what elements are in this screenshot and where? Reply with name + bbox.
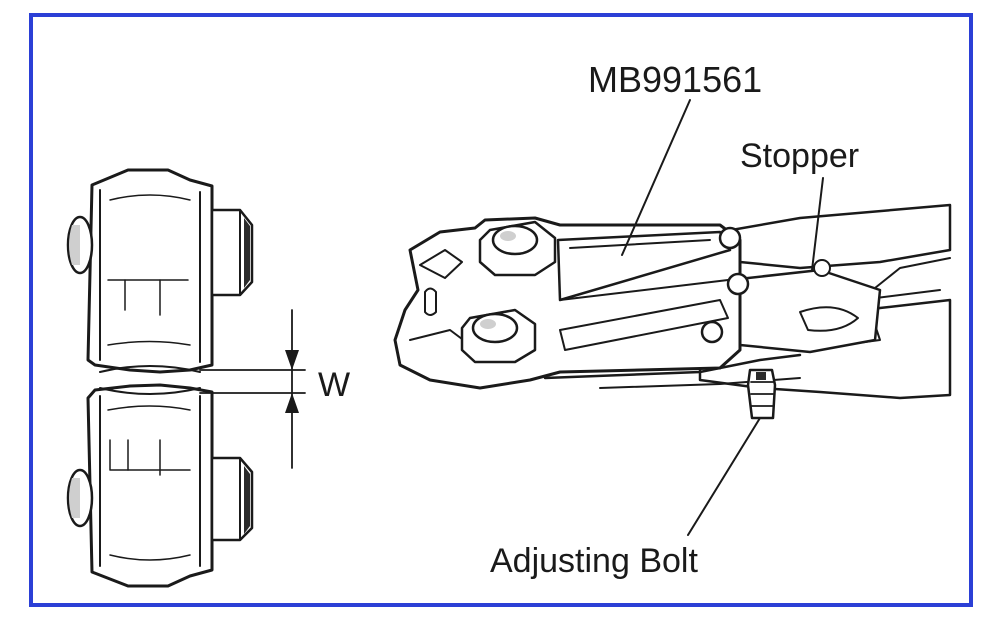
dimension-arrow-top	[285, 350, 299, 370]
leader-stopper	[811, 177, 824, 271]
cutter-head-view	[393, 203, 952, 420]
dimension-w-label: W	[318, 366, 350, 404]
adjusting-bolt-label: Adjusting Bolt	[490, 542, 698, 580]
pivot-bolt-middle	[726, 272, 750, 296]
tool-number-label: MB991561	[588, 59, 762, 100]
pivot-bolt-lower	[700, 320, 724, 344]
leader-tool	[621, 99, 691, 256]
gap-dimension: W	[199, 309, 350, 469]
stopper-label: Stopper	[740, 137, 859, 175]
jaw-detail-view	[66, 168, 254, 588]
leader-adjusting-bolt	[687, 417, 761, 536]
dimension-arrow-bottom	[285, 393, 299, 413]
pivot-bolt-top	[718, 226, 742, 250]
leader-lines	[621, 99, 824, 536]
